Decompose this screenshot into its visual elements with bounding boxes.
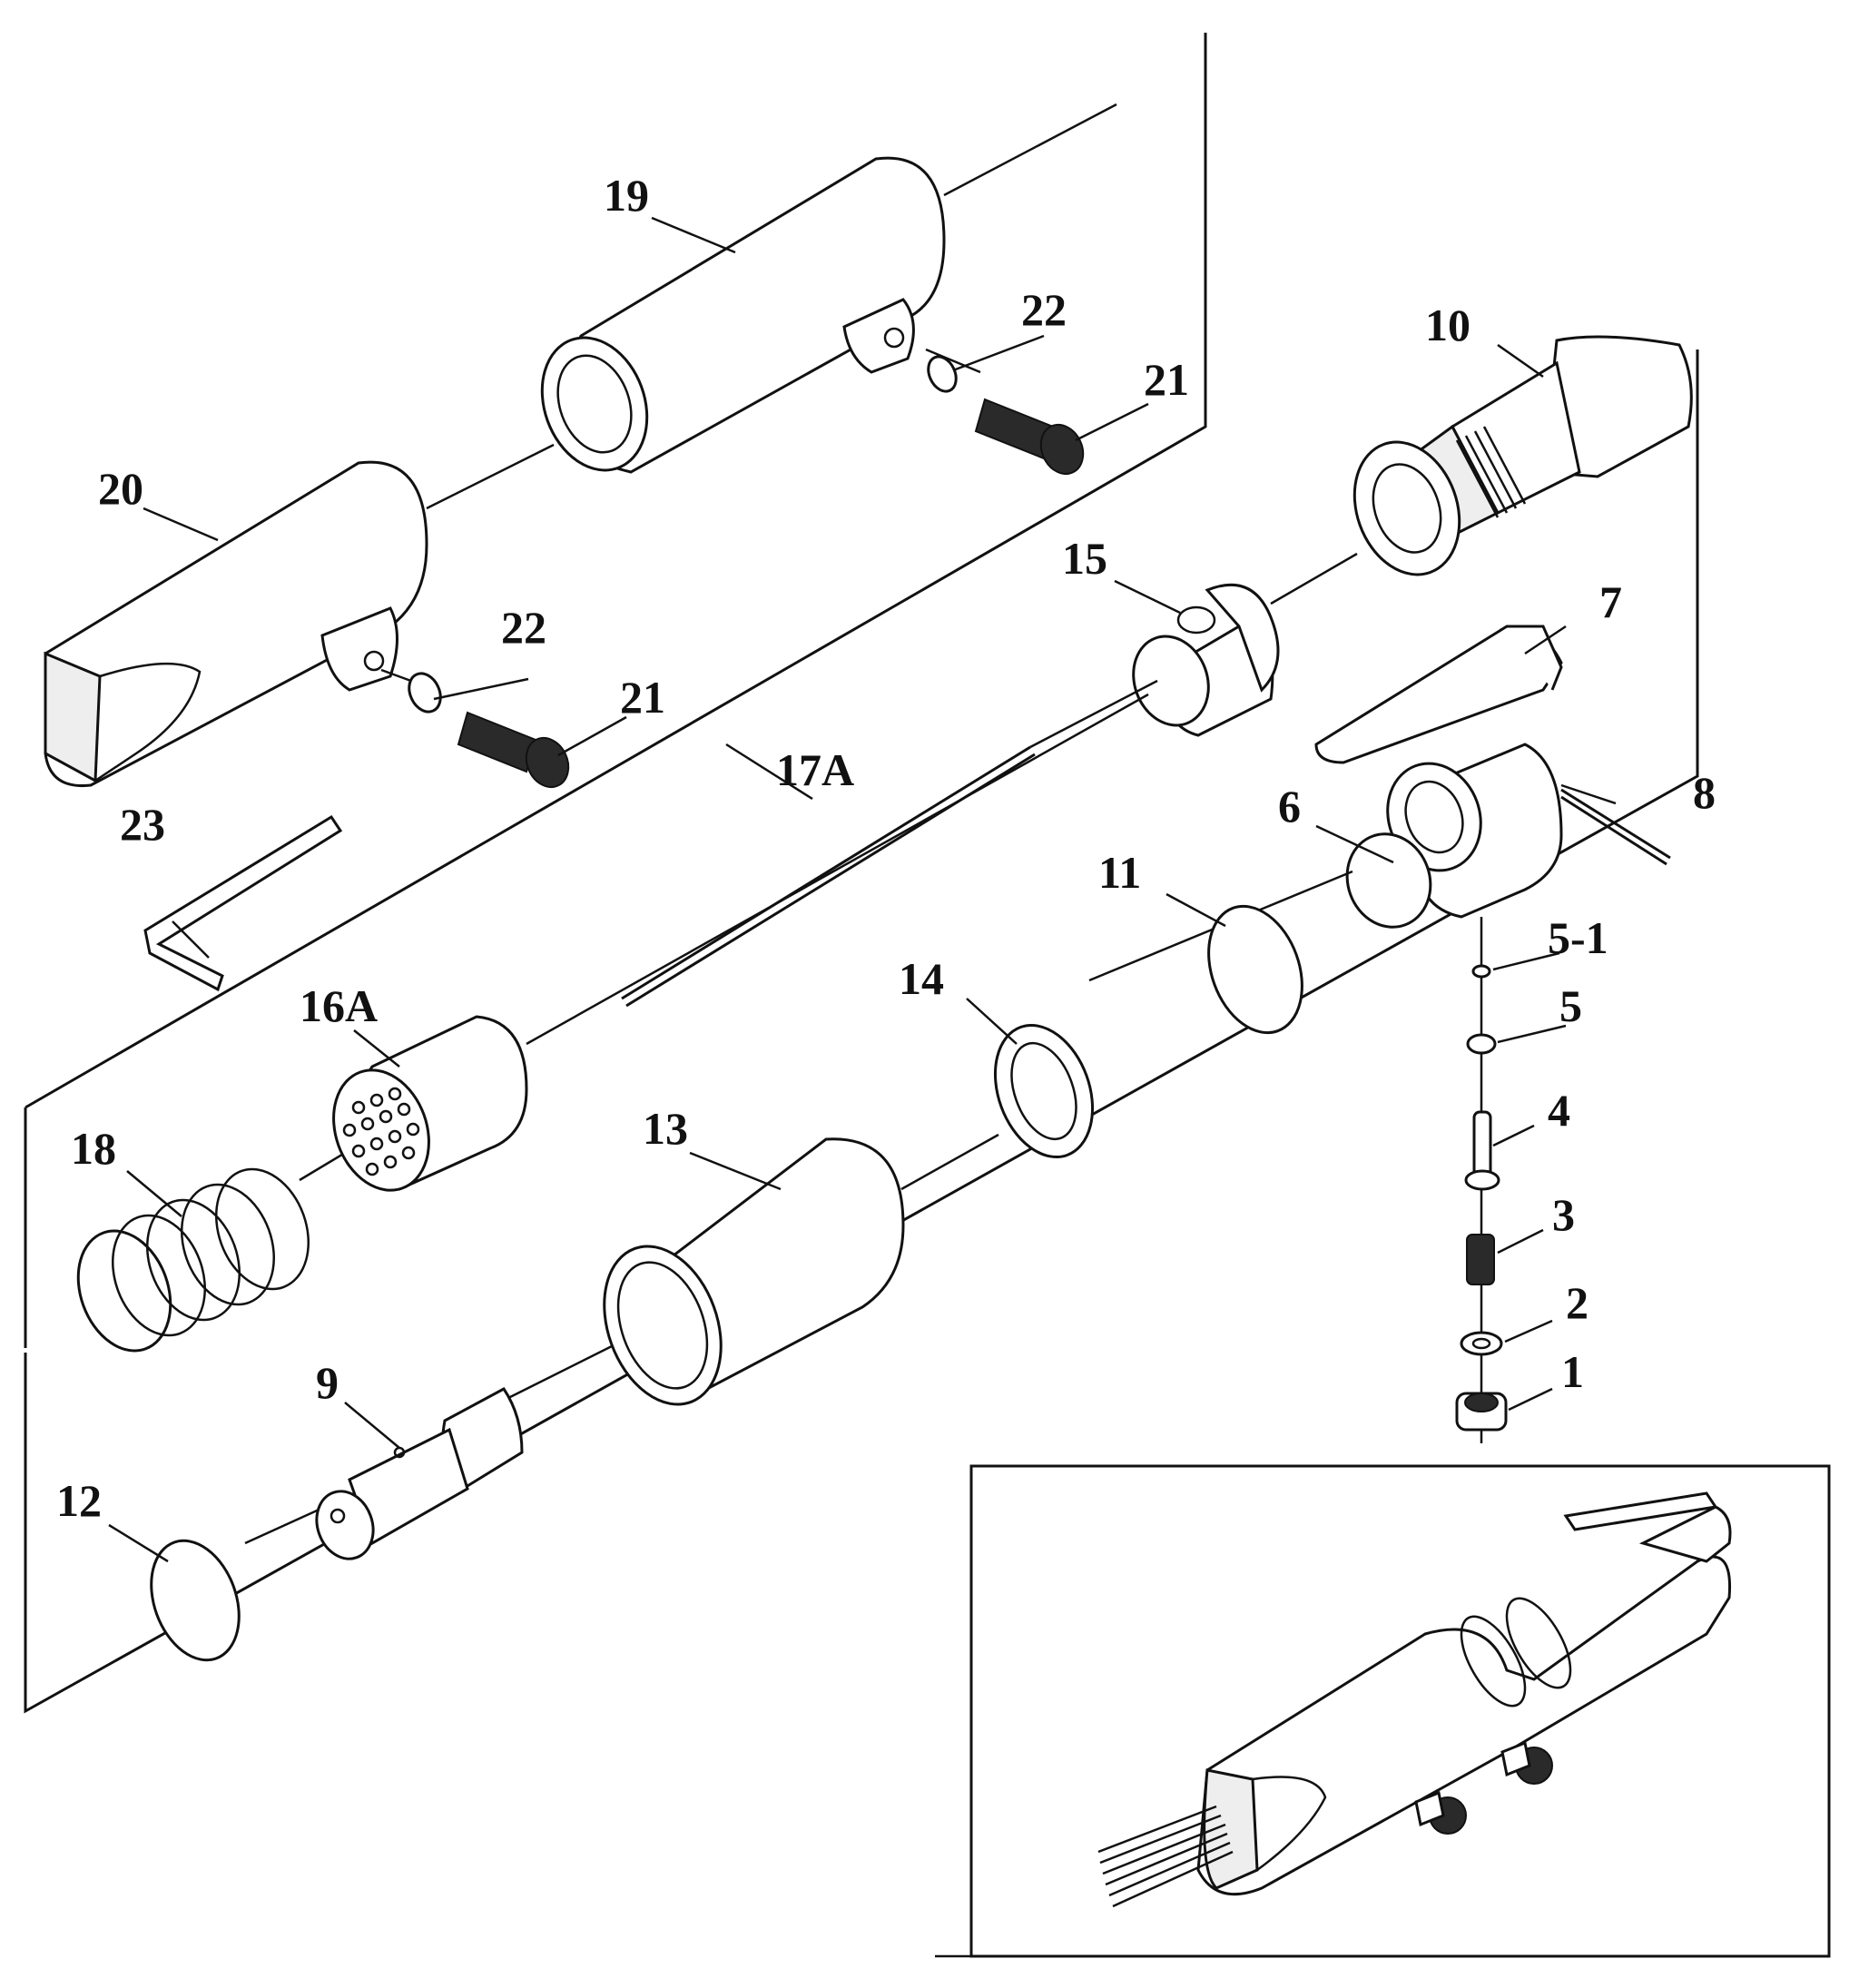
part-14-washer: [993, 1023, 1095, 1159]
part-21-screw-upper: [974, 398, 1085, 476]
callout-17a: 17A: [776, 744, 854, 795]
callout-10: 10: [1425, 300, 1470, 350]
callout-5: 5: [1559, 980, 1582, 1031]
callout-6: 6: [1278, 781, 1301, 832]
part-5-1-washer: [1471, 964, 1491, 979]
callout-12: 12: [56, 1475, 102, 1526]
part-5-washer: [1466, 1033, 1497, 1055]
callout-22b: 22: [501, 602, 546, 653]
part-11-o-ring: [1207, 904, 1303, 1035]
part-19-upper-sleeve: [540, 156, 946, 474]
callout-15: 15: [1062, 533, 1107, 584]
part-22-washer-lower: [408, 672, 442, 714]
part-10-handle: [1352, 335, 1693, 576]
part-9-needle-holder: [315, 1387, 524, 1560]
callout-11: 11: [1098, 847, 1141, 898]
callout-21b: 21: [620, 672, 665, 723]
part-20-front-housing: [44, 460, 428, 788]
callout-20: 20: [98, 463, 143, 514]
callout-21a: 21: [1144, 354, 1189, 405]
part-13-cylinder: [603, 1137, 905, 1406]
inset-assembled-view: [935, 1464, 1831, 1958]
part-6-valve-body: [1345, 743, 1563, 929]
callout-14: 14: [899, 953, 944, 1004]
callout-5-1: 5-1: [1548, 912, 1608, 963]
part-16a-piston: [332, 1015, 528, 1192]
callout-1: 1: [1561, 1346, 1584, 1397]
leader-lines: [108, 216, 1617, 1563]
part-4-valve-stem: [1464, 1110, 1500, 1191]
callouts: 19 22 21 10 20 15 22 7 21 17A 8 6 23 11 …: [56, 170, 1716, 1526]
part-7-trigger-lever: [1314, 625, 1563, 764]
callout-3: 3: [1552, 1189, 1575, 1240]
callout-23: 23: [120, 799, 165, 850]
callout-13: 13: [643, 1103, 688, 1154]
part-18-spring: [76, 1167, 310, 1353]
part-22-washer-upper: [927, 355, 958, 393]
callout-18: 18: [71, 1123, 116, 1174]
part-17a-rod: [621, 745, 1036, 1008]
part-12-o-ring: [150, 1539, 241, 1662]
callout-7: 7: [1599, 576, 1622, 627]
part-21-screw-lower: [457, 711, 570, 789]
part-15-bushing: [1132, 583, 1280, 737]
callout-2: 2: [1566, 1277, 1589, 1328]
part-1-plug: [1455, 1392, 1508, 1432]
part-8-pin: [1560, 788, 1671, 866]
callout-4: 4: [1548, 1085, 1570, 1136]
callout-8: 8: [1693, 767, 1716, 818]
callout-22a: 22: [1021, 284, 1067, 335]
part-23-hex-key: [143, 814, 343, 992]
callout-16a: 16A: [300, 980, 378, 1031]
part-3-spring: [1466, 1234, 1495, 1285]
part-2-washer: [1460, 1331, 1503, 1356]
callout-9: 9: [316, 1357, 339, 1408]
valve-stack: [1455, 917, 1508, 1443]
callout-19: 19: [604, 170, 649, 221]
